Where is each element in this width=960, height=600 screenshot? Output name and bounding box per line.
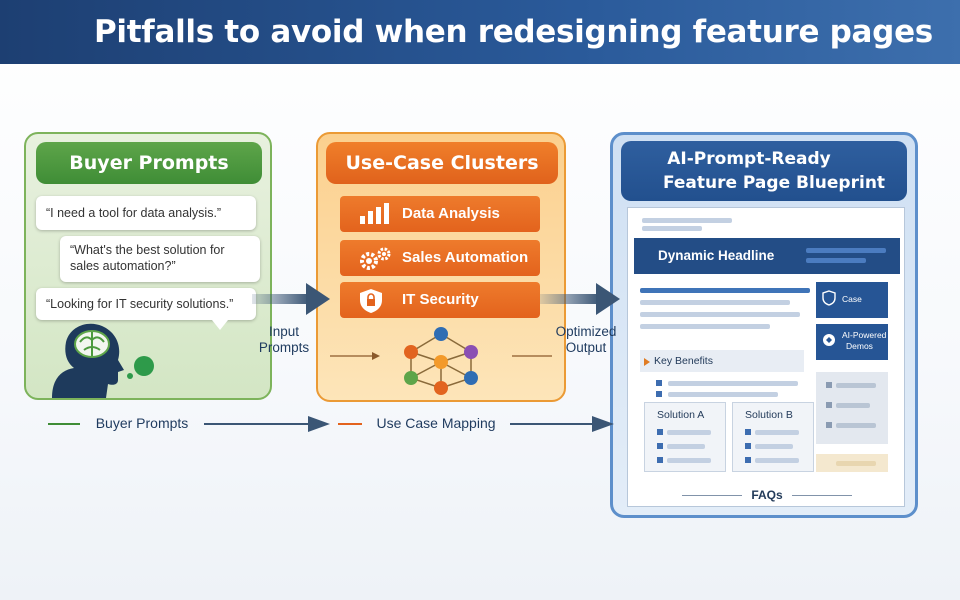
- sidebar-block: [816, 372, 888, 444]
- placeholder-line: [755, 458, 799, 463]
- arrow-head-output: [596, 283, 620, 315]
- bullet-square: [826, 402, 832, 408]
- use-case-label: Sales Automation: [402, 249, 529, 266]
- faqs-section: FAQs: [628, 488, 906, 502]
- bottom-buyer-prompts-label: Buyer Prompts: [95, 415, 189, 431]
- bottom-use-case-mapping-label: Use Case Mapping: [376, 415, 496, 431]
- bullet-square: [745, 457, 751, 463]
- use-case-label: Data Analysis: [402, 205, 500, 222]
- faqs-rule-left: [681, 495, 742, 497]
- network-graph-icon: [404, 327, 478, 395]
- use-case-clusters-panel: Use-Case Clusters Data Analysis Sales Au…: [316, 132, 566, 402]
- placeholder-line: [806, 258, 866, 263]
- placeholder-line: [668, 381, 798, 386]
- bar-chart-icon: [360, 203, 389, 224]
- output-line2: Output: [565, 340, 607, 355]
- placeholder-line: [667, 444, 705, 449]
- quote-bubble-it-security: “Looking for IT security solutions.”: [36, 288, 256, 320]
- gears-icon: [360, 247, 391, 270]
- input-line1: Input: [268, 324, 300, 339]
- ai-powered-demos-card: AI-Powered Demos: [816, 324, 888, 360]
- placeholder-line: [755, 430, 799, 435]
- solution-a-card: Solution A: [644, 402, 726, 472]
- bullet-square: [656, 380, 662, 386]
- placeholder-line: [836, 383, 876, 388]
- bullet-square: [657, 443, 663, 449]
- blueprint-header: AI-Prompt-Ready Feature Page Blueprint: [621, 141, 907, 201]
- bullet-square: [657, 457, 663, 463]
- buyer-prompts-panel: Buyer Prompts “I need a tool for data an…: [24, 132, 272, 400]
- placeholder-line: [667, 458, 711, 463]
- connector-arrow: [372, 352, 380, 360]
- blueprint-header-line2: Feature Page Blueprint: [662, 173, 886, 193]
- bottom-arrow-head: [308, 416, 330, 432]
- arrow-shaft-output: [540, 294, 596, 304]
- placeholder-line: [668, 392, 778, 397]
- bottom-arrow-head: [592, 416, 614, 432]
- demos-label: Demos: [846, 341, 873, 351]
- solution-a-label: Solution A: [657, 409, 705, 421]
- output-line1: Optimized: [555, 324, 617, 339]
- optimized-output-label: Optimized Output: [548, 324, 624, 356]
- placeholder-line: [806, 248, 886, 253]
- input-line2: Prompts: [258, 340, 310, 355]
- bullet-square: [745, 429, 751, 435]
- placeholder-line: [667, 430, 711, 435]
- quote-bubble-sales-automation: “What's the best solution for sales auto…: [60, 236, 260, 282]
- bullet-arrow-icon: [644, 358, 650, 366]
- input-prompts-label: Input Prompts: [248, 324, 320, 356]
- case-studies-card: Case Studies: [816, 282, 888, 326]
- use-case-clusters-header: Use-Case Clusters: [326, 142, 558, 184]
- placeholder-line: [640, 324, 770, 329]
- placeholder-line: [640, 288, 810, 293]
- arrow-shaft-input: [252, 294, 306, 304]
- blueprint-page-mockup: Dynamic Headline Case Studies AI-Powered…: [627, 207, 905, 507]
- dynamic-headline: Dynamic Headline: [634, 238, 900, 274]
- use-case-data-analysis: Data Analysis: [340, 196, 540, 232]
- use-case-it-security: IT Security: [340, 282, 540, 318]
- solution-b-card: Solution B: [732, 402, 814, 472]
- placeholder-line: [640, 300, 790, 305]
- bullet-square: [657, 429, 663, 435]
- placeholder-line: [836, 403, 870, 408]
- faqs-rule-right: [792, 495, 853, 497]
- placeholder-line: [642, 226, 702, 231]
- thinking-head-icon: [52, 323, 154, 398]
- shield-lock-icon: [360, 289, 382, 313]
- dynamic-headline-label: Dynamic Headline: [658, 248, 775, 263]
- placeholder-line: [836, 423, 876, 428]
- sidebar-highlight-block: [816, 454, 888, 472]
- bullet-square: [826, 422, 832, 428]
- bubble-tail: [212, 320, 228, 330]
- case-studies-label: Case Studies: [842, 294, 871, 326]
- bullet-square: [745, 443, 751, 449]
- page-title: Pitfalls to avoid when redesigning featu…: [0, 0, 960, 64]
- ai-powered-label: AI-Powered: [842, 330, 887, 340]
- key-benefits-row: Key Benefits: [640, 350, 804, 372]
- placeholder-line: [755, 444, 793, 449]
- placeholder-line: [836, 461, 876, 466]
- shield-icon: [822, 290, 836, 306]
- bullet-square: [656, 391, 662, 397]
- blueprint-panel: AI-Prompt-Ready Feature Page Blueprint D…: [610, 132, 918, 518]
- ai-badge-icon: [823, 334, 835, 346]
- bullet-square: [826, 382, 832, 388]
- use-case-label: IT Security: [402, 291, 479, 308]
- faqs-label: FAQs: [751, 488, 783, 502]
- blueprint-header-line1: AI-Prompt-Ready: [667, 149, 831, 169]
- use-case-sales-automation: Sales Automation: [340, 240, 540, 276]
- key-benefits-label: Key Benefits: [654, 355, 713, 367]
- buyer-prompts-header: Buyer Prompts: [36, 142, 262, 184]
- placeholder-line: [642, 218, 732, 223]
- solution-b-label: Solution B: [745, 409, 793, 421]
- quote-bubble-data-analysis: “I need a tool for data analysis.”: [36, 196, 256, 230]
- arrow-head-input: [306, 283, 330, 315]
- placeholder-line: [640, 312, 800, 317]
